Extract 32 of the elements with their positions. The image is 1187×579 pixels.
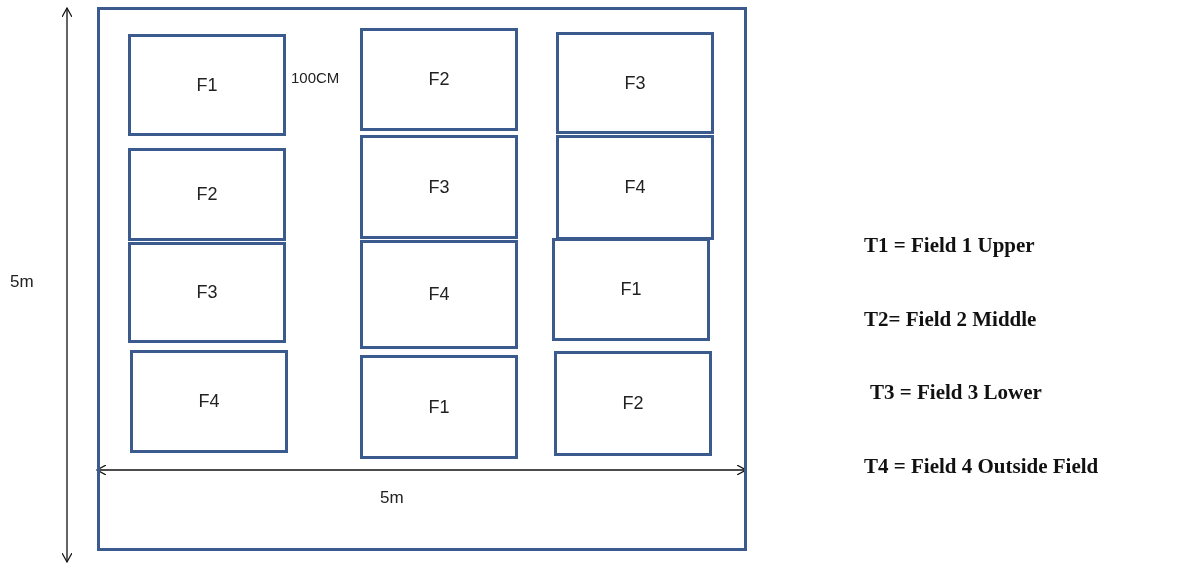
plot-label: F4 [624, 177, 646, 198]
plot-label: F2 [622, 393, 644, 414]
legend-text: T3 = Field 3 Lower [870, 380, 1042, 405]
dimension-label: 5m [380, 488, 404, 508]
plot-box [360, 240, 518, 349]
plot-label: F2 [196, 184, 218, 205]
plot-box [556, 32, 714, 134]
plot-label: F2 [428, 69, 450, 90]
plot-label: F4 [428, 284, 450, 305]
plot-box [128, 242, 286, 343]
plot-box [360, 28, 518, 131]
legend-text: T1 = Field 1 Upper [864, 233, 1035, 258]
plot-label: F3 [624, 72, 646, 94]
plot-label: F3 [196, 282, 218, 303]
plot-box [556, 135, 714, 240]
legend-text: T2= Field 2 Middle [864, 307, 1037, 332]
plot-label: F1 [428, 396, 450, 418]
plot-label: F4 [198, 391, 220, 412]
plot-box [130, 350, 288, 453]
plot-box [128, 34, 286, 136]
field-boundary [97, 7, 747, 551]
plot-box [360, 355, 518, 459]
dimension-label: 5m [10, 272, 34, 292]
dimension-label: 100CM [291, 69, 340, 86]
plot-label: F3 [428, 176, 450, 198]
plot-box [552, 238, 710, 341]
plot-box [360, 135, 518, 239]
plot-label: F1 [620, 279, 642, 300]
plot-box [128, 148, 286, 241]
legend-text: T4 = Field 4 Outside Field [864, 454, 1099, 479]
plot-box [554, 351, 712, 456]
plot-label: F1 [196, 74, 218, 96]
